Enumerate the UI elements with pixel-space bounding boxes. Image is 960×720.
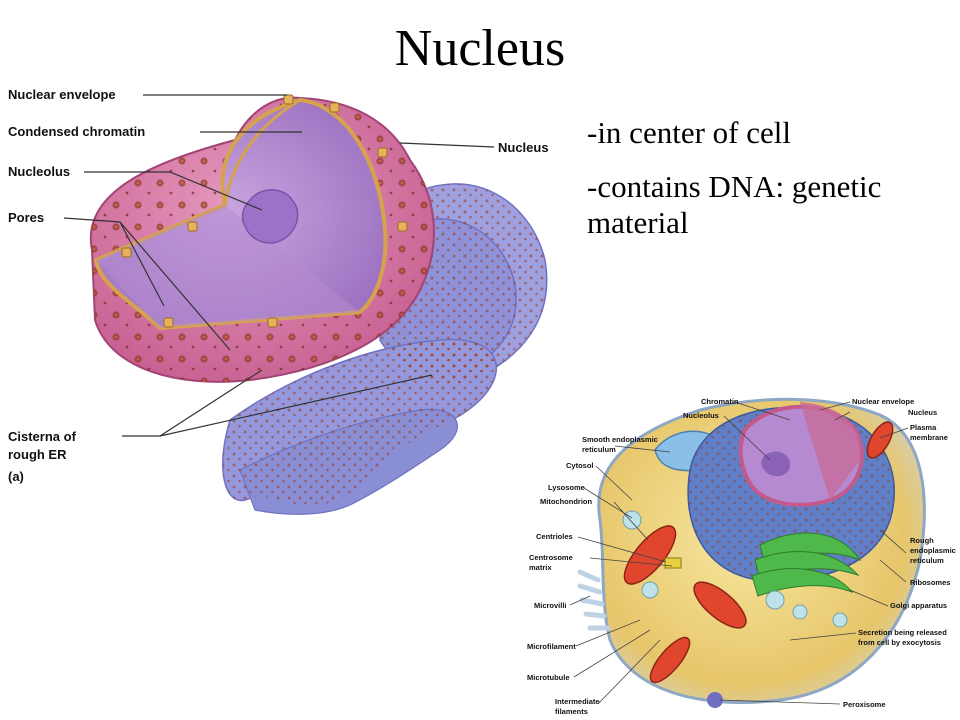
label-plasma-2: membrane bbox=[910, 433, 948, 442]
label-mitochondrion: Mitochondrion bbox=[540, 497, 592, 506]
label-rough-er-2: endoplasmic bbox=[910, 546, 956, 555]
figure-b-illustration: Chromatin Nucleolus Smooth endoplasmic r… bbox=[527, 397, 956, 716]
cell-nucleolus bbox=[761, 451, 790, 477]
chromatin-cut-face bbox=[93, 97, 388, 331]
label-nucleus: Nucleus bbox=[498, 140, 549, 155]
label-nuclear-envelope: Nuclear envelope bbox=[8, 87, 116, 102]
label-secretion-2: from cell by exocytosis bbox=[858, 638, 941, 647]
figure-a-illustration: Nuclear envelope Condensed chromatin Nuc… bbox=[8, 87, 549, 515]
peroxisome bbox=[707, 692, 723, 708]
label-peroxisome: Peroxisome bbox=[843, 700, 886, 709]
label-cell-nucleolus: Nucleolus bbox=[683, 411, 719, 420]
nuclear-pores bbox=[121, 94, 408, 328]
label-smooth-er-2: reticulum bbox=[582, 445, 616, 454]
label-ribosomes: Ribosomes bbox=[910, 578, 950, 587]
label-centrosome-1: Centrosome bbox=[529, 553, 573, 562]
label-microtubule: Microtubule bbox=[527, 673, 570, 682]
bullet-dna: -contains DNA: genetic material bbox=[587, 169, 882, 240]
nucleolus-blob bbox=[241, 189, 299, 244]
golgi-apparatus bbox=[751, 532, 862, 597]
label-centrioles: Centrioles bbox=[536, 532, 573, 541]
label-nucleolus: Nucleolus bbox=[8, 164, 70, 179]
centrioles bbox=[664, 557, 682, 569]
label-panel-a: (a) bbox=[8, 469, 24, 484]
vesicles bbox=[622, 510, 848, 628]
label-cisterna-line1: Cisterna of bbox=[8, 429, 77, 444]
label-microvilli: Microvilli bbox=[534, 601, 567, 610]
bullet-list: -in center of cell -contains DNA: geneti… bbox=[587, 115, 952, 259]
page-title: Nucleus bbox=[394, 20, 566, 77]
label-rough-er-3: reticulum bbox=[910, 556, 944, 565]
label-golgi: Golgi apparatus bbox=[890, 601, 947, 610]
microvilli bbox=[577, 569, 611, 631]
label-intermediate-1: Intermediate bbox=[555, 697, 600, 706]
label-smooth-er-1: Smooth endoplasmic bbox=[582, 435, 658, 444]
label-cell-nuclear-envelope: Nuclear envelope bbox=[852, 397, 914, 406]
label-lysosome: Lysosome bbox=[548, 483, 585, 492]
label-rough-er-1: Rough bbox=[910, 536, 934, 545]
label-condensed-chromatin: Condensed chromatin bbox=[8, 124, 145, 139]
mitochondria bbox=[623, 421, 894, 684]
bullet-location: -in center of cell bbox=[587, 115, 791, 150]
label-cisterna-line2: rough ER bbox=[8, 447, 67, 462]
label-centrosome-2: matrix bbox=[529, 563, 552, 572]
label-microfilament: Microfilament bbox=[527, 642, 576, 651]
figure-a-leader-lines bbox=[63, 94, 495, 437]
label-plasma-1: Plasma bbox=[910, 423, 937, 432]
label-chromatin: Chromatin bbox=[701, 397, 739, 406]
label-cytosol: Cytosol bbox=[566, 461, 594, 470]
figure-b-leader-lines bbox=[569, 401, 909, 705]
label-secretion-1: Secretion being released bbox=[858, 628, 947, 637]
label-cell-nucleus: Nucleus bbox=[908, 408, 937, 417]
label-pores: Pores bbox=[8, 210, 44, 225]
label-intermediate-2: filaments bbox=[555, 707, 588, 716]
